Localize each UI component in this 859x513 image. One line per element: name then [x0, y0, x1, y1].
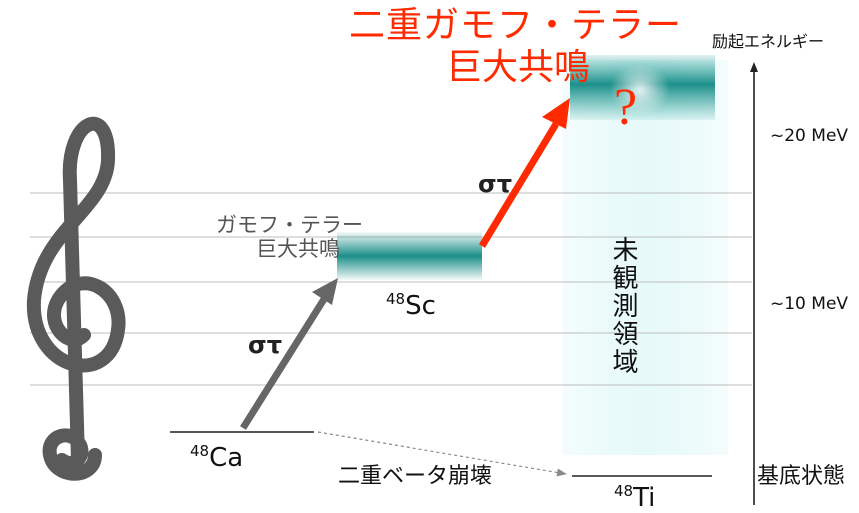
- sigma-tau-label-1: στ: [248, 331, 283, 359]
- tick-20-mev: ~20 MeV: [770, 126, 849, 146]
- up-arrow-icon: [750, 62, 758, 72]
- sigma-tau-label-2: στ: [478, 170, 513, 198]
- nucleus-ca-symbol: Ca: [209, 443, 244, 473]
- question-mark: ?: [614, 79, 638, 136]
- sigma-tau-arrowhead-2: [542, 98, 570, 129]
- gt-label-line-2: 巨大共鳴: [256, 237, 340, 261]
- nucleus-ti-mass: 48: [614, 482, 634, 500]
- gt-label-line-1: ガモフ・テラー: [216, 213, 363, 237]
- title-line-2: 巨大共鳴: [446, 47, 591, 88]
- nucleus-ti: 48Ti: [614, 482, 656, 513]
- nucleus-ti-symbol: Ti: [633, 483, 656, 513]
- nucleus-sc-symbol: Sc: [405, 291, 436, 321]
- dgt-glow: [610, 64, 670, 116]
- ground-state-label: 基底状態: [757, 464, 846, 489]
- nucleus-ca-mass: 48: [190, 442, 210, 460]
- title-line-1: 二重ガモフ・テラー: [349, 5, 683, 46]
- axis-label: 励起エネルギー: [712, 32, 825, 51]
- sigma-tau-arrowhead-1: [312, 278, 338, 305]
- sigma-tau-arrow-2: [479, 122, 559, 248]
- sigma-tau-arrow-1: [240, 294, 329, 430]
- nucleus-sc-mass: 48: [386, 290, 406, 308]
- double-beta-label: 二重ベータ崩壊: [338, 464, 493, 489]
- gt-resonance-band: [337, 232, 482, 280]
- nucleus-ca: 48Ca: [190, 442, 244, 473]
- treble-clef-icon: [26, 116, 126, 481]
- tick-10-mev: ~10 MeV: [770, 294, 849, 314]
- unobserved-region: [562, 60, 728, 455]
- unobserved-region-label: 未観測領域: [608, 236, 638, 376]
- nucleus-sc: 48Sc: [386, 290, 436, 321]
